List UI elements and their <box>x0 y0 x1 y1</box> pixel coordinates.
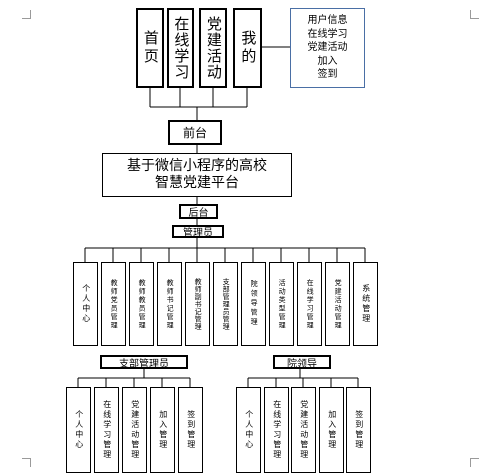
branch-admin-module-label: 党建活动管理 <box>130 400 140 460</box>
crop-mark-bottom-right <box>470 458 479 467</box>
admin-module: 个人中心 <box>73 262 98 346</box>
admin-module: 系统管理 <box>353 262 378 346</box>
crop-mark-top-right <box>470 10 479 19</box>
branch-admin-module: 在线学习管理 <box>94 387 119 473</box>
admin-module: 教师副书记管理 <box>185 262 210 346</box>
admin-module-label: 教师书记管理 <box>166 278 175 330</box>
admin-module-label: 党建活动管理 <box>334 278 343 330</box>
college-leader-module: 个人中心 <box>236 387 261 473</box>
branch-admin-label: 支部管理员 <box>119 358 169 370</box>
admin-module: 教师教员管理 <box>129 262 154 346</box>
mine-detail-text: 用户信息 在线学习 党建活动 加入 签到 <box>307 15 348 81</box>
crop-mark-bottom-left <box>22 458 31 467</box>
college-leader-module-label: 个人中心 <box>244 410 254 450</box>
admin-module: 教师党员管理 <box>101 262 126 346</box>
system-title-node: 基于微信小程序的高校 智慧党建平台 <box>102 153 292 197</box>
admin-module: 党建活动管理 <box>325 262 350 346</box>
menu-item-online-learning: 在线学习 <box>167 8 194 88</box>
admin-module: 教师书记管理 <box>157 262 182 346</box>
branch-admin-module: 个人中心 <box>66 387 91 473</box>
menu-item-home: 首页 <box>136 8 164 88</box>
college-leader-module-label: 签到管理 <box>354 410 364 450</box>
admin-module-label: 个人中心 <box>81 284 91 324</box>
college-leader-module-label: 党建活动管理 <box>299 400 309 460</box>
admin-node: 管理员 <box>172 225 224 239</box>
branch-admin-module-label: 加入管理 <box>158 410 168 450</box>
admin-module-label: 教师副书记管理 <box>194 277 203 331</box>
menu-item-mine-label: 我的 <box>239 30 258 66</box>
branch-admin-module: 签到管理 <box>178 387 203 473</box>
admin-label: 管理员 <box>183 228 213 239</box>
front-end-node: 前台 <box>168 120 222 145</box>
admin-module: 在线学习管理 <box>297 262 322 346</box>
menu-item-mine: 我的 <box>233 8 262 88</box>
college-leader-module: 签到管理 <box>346 387 371 473</box>
crop-mark-top-left <box>22 10 31 19</box>
branch-admin-module-label: 个人中心 <box>74 410 84 450</box>
admin-module-label: 教师教员管理 <box>138 278 147 330</box>
menu-item-party-activity: 党建活动 <box>199 8 227 88</box>
admin-module: 院领导管理 <box>241 262 266 346</box>
admin-module-label: 活动类型管理 <box>278 278 287 330</box>
college-leader-module: 在线学习管理 <box>264 387 289 473</box>
college-leader-node: 院领导 <box>273 355 331 370</box>
branch-admin-module: 加入管理 <box>150 387 175 473</box>
system-title: 基于微信小程序的高校 智慧党建平台 <box>127 157 267 192</box>
menu-item-online-learning-label: 在线学习 <box>172 16 191 80</box>
admin-module-label: 院领导管理 <box>250 280 259 328</box>
admin-module-label: 在线学习管理 <box>306 278 315 330</box>
college-leader-module-label: 加入管理 <box>327 410 337 450</box>
menu-item-party-activity-label: 党建活动 <box>204 16 223 80</box>
admin-module-label: 支部管理员管理 <box>222 277 231 331</box>
college-leader-module: 加入管理 <box>319 387 344 473</box>
menu-item-home-label: 首页 <box>141 30 160 66</box>
branch-admin-module: 党建活动管理 <box>122 387 147 473</box>
admin-module: 活动类型管理 <box>269 262 294 346</box>
back-end-label: 后台 <box>188 208 209 219</box>
admin-module-label: 教师党员管理 <box>110 278 119 330</box>
back-end-node: 后台 <box>179 204 218 219</box>
admin-module: 支部管理员管理 <box>213 262 238 346</box>
college-leader-module-label: 在线学习管理 <box>272 400 282 460</box>
branch-admin-node: 支部管理员 <box>100 355 188 370</box>
mine-detail-box: 用户信息 在线学习 党建活动 加入 签到 <box>290 8 365 88</box>
branch-admin-module-label: 在线学习管理 <box>102 400 112 460</box>
front-end-label: 前台 <box>182 126 207 140</box>
admin-module-label: 系统管理 <box>361 284 371 324</box>
college-leader-module: 党建活动管理 <box>291 387 316 473</box>
college-leader-label: 院领导 <box>287 358 317 370</box>
branch-admin-module-label: 签到管理 <box>186 410 196 450</box>
